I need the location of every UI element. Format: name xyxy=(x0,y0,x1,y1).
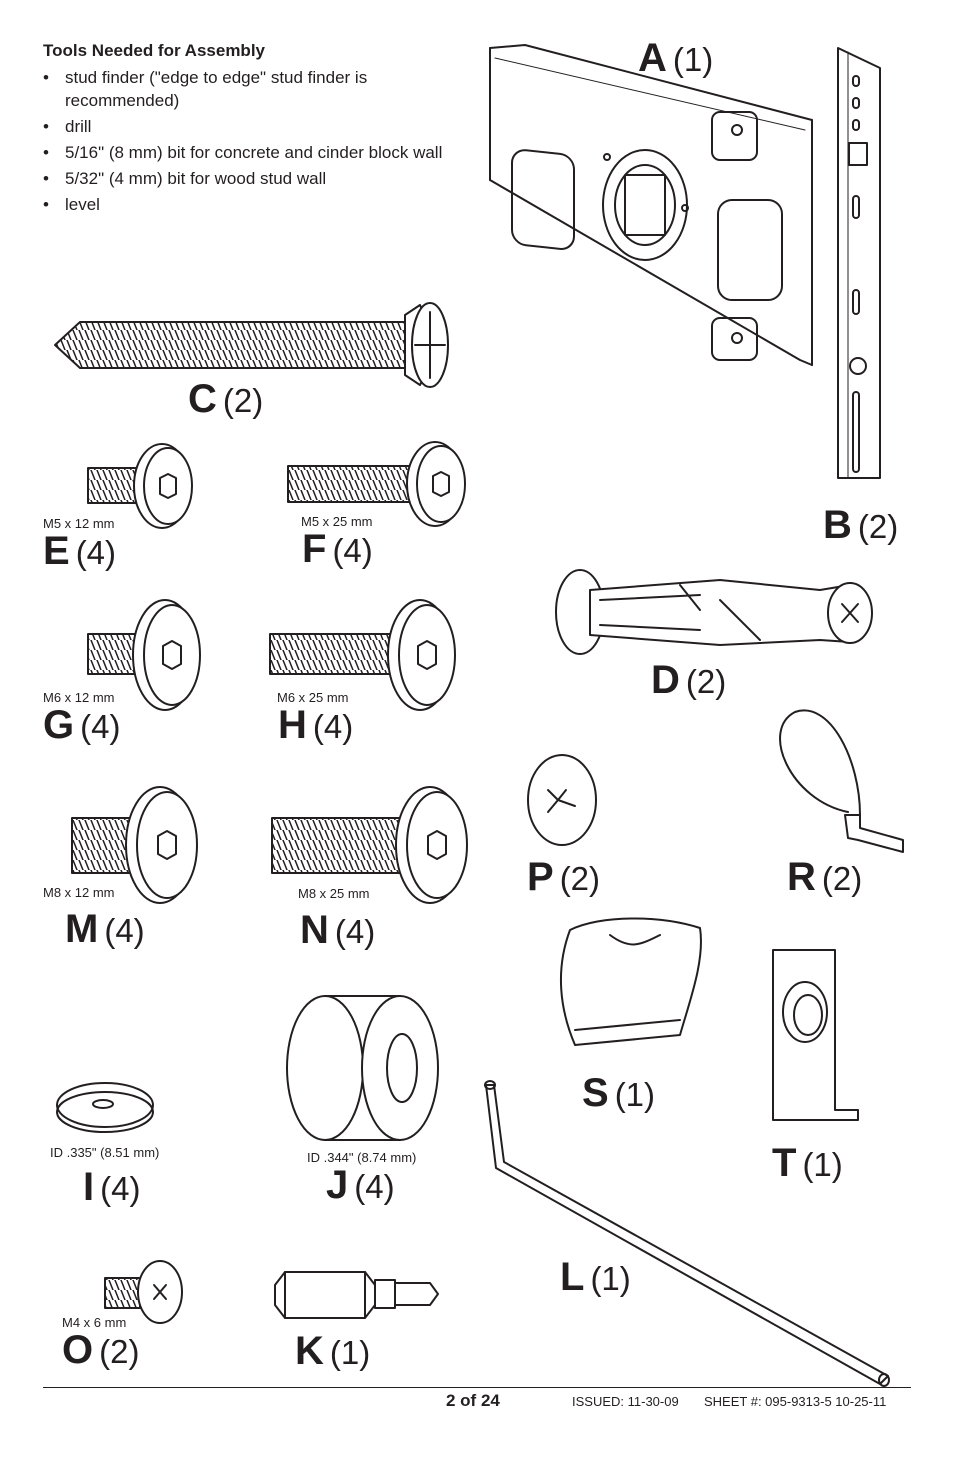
tool-item: 5/16" (8 mm) bit for concrete and cinder… xyxy=(43,141,463,164)
part-l-drawing xyxy=(484,1080,890,1387)
part-i-drawing xyxy=(56,1082,154,1133)
part-label-e: E(4) xyxy=(43,529,117,573)
part-label-o: O(2) xyxy=(62,1328,140,1372)
part-label-h: H(4) xyxy=(278,703,354,747)
part-m-drawing xyxy=(71,786,198,904)
spec-m: M8 x 12 mm xyxy=(43,885,115,900)
issued-date: ISSUED: 11-30-09 xyxy=(572,1394,679,1409)
part-f-drawing xyxy=(287,441,466,527)
part-o-drawing xyxy=(104,1260,183,1324)
part-label-b: B(2) xyxy=(823,503,899,547)
part-label-j: J(4) xyxy=(326,1163,395,1207)
spec-g: M6 x 12 mm xyxy=(43,690,115,705)
tool-item: drill xyxy=(43,115,463,138)
part-label-t: T(1) xyxy=(772,1141,843,1185)
part-k-drawing xyxy=(274,1271,439,1319)
tool-item: stud finder ("edge to edge" stud finder … xyxy=(43,66,463,112)
part-label-n: N(4) xyxy=(300,908,376,952)
part-label-c: C(2) xyxy=(188,377,264,421)
part-p-drawing xyxy=(527,754,597,846)
part-h-drawing xyxy=(269,599,456,711)
spec-f: M5 x 25 mm xyxy=(301,514,373,529)
part-d-drawing xyxy=(555,569,873,655)
part-c-drawing xyxy=(54,302,449,388)
part-label-p: P(2) xyxy=(527,855,601,899)
part-e-drawing xyxy=(87,443,193,529)
part-label-k: K(1) xyxy=(295,1329,371,1373)
part-label-i: I(4) xyxy=(83,1165,141,1209)
footer-divider xyxy=(43,1387,911,1388)
part-label-f: F(4) xyxy=(302,527,373,571)
part-n-drawing xyxy=(271,786,468,904)
part-r-drawing xyxy=(779,709,904,853)
part-s-drawing xyxy=(559,917,702,1046)
part-g-drawing xyxy=(87,599,201,711)
spec-j: ID .344" (8.74 mm) xyxy=(307,1150,417,1165)
spec-e: M5 x 12 mm xyxy=(43,516,115,531)
part-a-drawing xyxy=(489,44,813,366)
part-label-s: S(1) xyxy=(582,1071,656,1115)
part-label-m: M(4) xyxy=(65,907,145,951)
part-label-a: A(1) xyxy=(638,36,714,80)
part-label-l: L(1) xyxy=(560,1255,631,1299)
part-j-drawing xyxy=(286,995,439,1141)
tool-item: level xyxy=(43,193,463,216)
part-label-d: D(2) xyxy=(651,658,727,702)
tool-item: 5/32" (4 mm) bit for wood stud wall xyxy=(43,167,463,190)
tools-heading: Tools Needed for Assembly xyxy=(43,41,265,60)
spec-n: M8 x 25 mm xyxy=(298,886,370,901)
part-b-drawing xyxy=(837,47,881,479)
page-number: 2 of 24 xyxy=(446,1391,500,1410)
part-label-g: G(4) xyxy=(43,703,121,747)
spec-i: ID .335" (8.51 mm) xyxy=(50,1145,160,1160)
tools-list: stud finder ("edge to edge" stud finder … xyxy=(43,66,463,219)
part-t-drawing xyxy=(772,949,859,1121)
sheet-number: SHEET #: 095-9313-5 10-25-11 xyxy=(704,1394,887,1409)
spec-o: M4 x 6 mm xyxy=(62,1315,127,1330)
spec-h: M6 x 25 mm xyxy=(277,690,349,705)
part-label-r: R(2) xyxy=(787,855,863,899)
